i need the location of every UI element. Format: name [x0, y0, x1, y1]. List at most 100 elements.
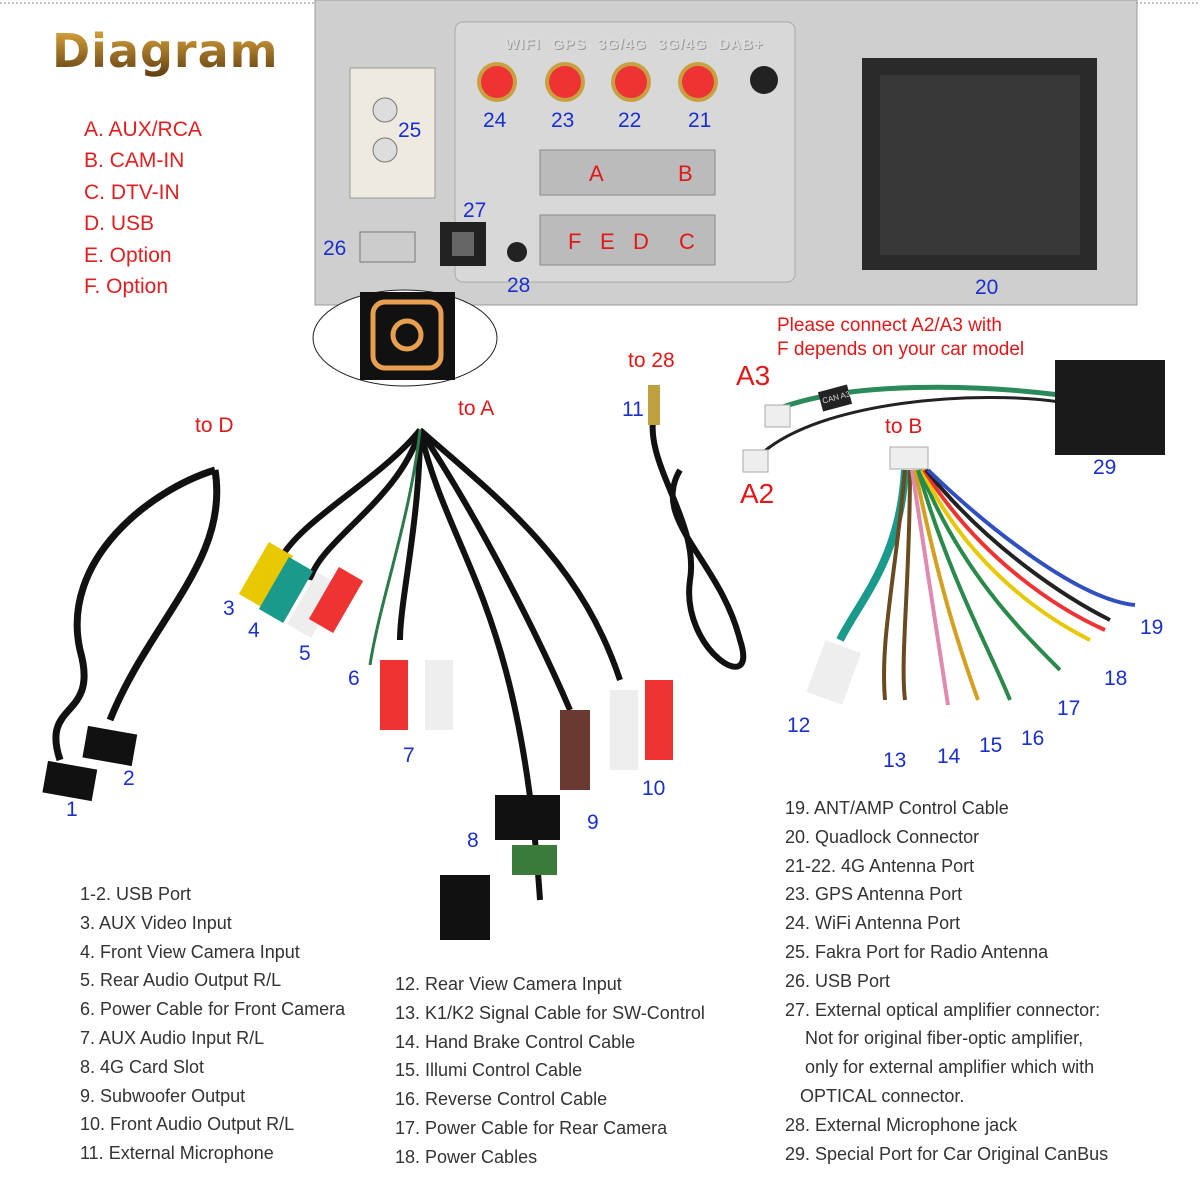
callout: 13 [883, 749, 907, 772]
callout: 19 [1140, 616, 1164, 639]
list-item: 11. External Microphone [80, 1143, 274, 1164]
port-legend-item: E. Option [84, 244, 172, 267]
callout: 3 [223, 597, 235, 620]
callout: 22 [618, 109, 642, 132]
list-item: 9. Subwoofer Output [80, 1085, 246, 1106]
antenna-ports [477, 62, 778, 102]
list-item: 8. 4G Card Slot [80, 1056, 205, 1077]
usb-plug-1 [42, 760, 98, 802]
target-to-b: to B [885, 415, 923, 438]
connection-note: Please connect A2/A3 with F depends on y… [777, 314, 1024, 362]
callout: 20 [975, 276, 999, 299]
callout: 5 [299, 642, 311, 665]
callout: 17 [1057, 697, 1081, 720]
connector-letter-e: E [600, 229, 615, 254]
list-item: 3. AUX Video Input [80, 912, 232, 933]
target-to-a: to A [458, 397, 495, 420]
list-item: 20. Quadlock Connector [785, 826, 980, 847]
target-to-28: to 28 [628, 349, 675, 372]
list-item: 12. Rear View Camera Input [395, 974, 622, 994]
callout: 26 [323, 237, 347, 260]
list-item: 13. K1/K2 Signal Cable for SW-Control [395, 1002, 705, 1023]
list-item: 29. Special Port for Car Original CanBus [785, 1143, 1109, 1164]
list-item: 17. Power Cable for Rear Camera [395, 1117, 668, 1138]
callout: 12 [787, 714, 811, 737]
callout: 10 [642, 777, 666, 800]
list-right: 19. ANT/AMP Control Cable 20. Quadlock C… [785, 794, 1108, 1168]
list-item: 28. External Microphone jack [785, 1114, 1018, 1135]
callout: 14 [937, 745, 961, 768]
list-item: OPTICAL connector. [785, 1085, 965, 1106]
list-item: 25. Fakra Port for Radio Antenna [785, 941, 1049, 962]
list-item: only for external amplifier which with [785, 1057, 1095, 1078]
note-line: F depends on your car model [777, 339, 1025, 360]
connector-letter-b: B [678, 161, 693, 186]
4g-card-slot [495, 795, 560, 840]
fakra-port [349, 67, 436, 199]
callout: 1 [66, 798, 78, 821]
port-legend-item: A. AUX/RCA [84, 118, 202, 141]
harness-b-plug [889, 446, 929, 470]
list-item: 7. AUX Audio Input R/L [80, 1027, 265, 1048]
list-item: 24. WiFi Antenna Port [785, 913, 961, 934]
list-middle: 12. Rear View Camera Input 13. K1/K2 Sig… [395, 970, 705, 1172]
rca-harness [277, 427, 623, 901]
harness-b-wires [836, 468, 1136, 706]
port-legend-item: D. USB [84, 212, 155, 235]
usb-port-26 [359, 231, 416, 263]
list-item: 16. Reverse Control Cable [395, 1089, 608, 1110]
panel-embossed-labels: WIFI GPS 3G/4G 3G/4G DAB+ [505, 36, 764, 53]
callout: 11 [622, 398, 644, 421]
list-item: 1-2. USB Port [80, 884, 192, 904]
callout: 7 [403, 744, 415, 767]
callout: 28 [507, 274, 531, 297]
target-a3: A3 [736, 360, 771, 391]
list-item: 19. ANT/AMP Control Cable [785, 798, 1009, 818]
port-legend-item: B. CAM-IN [84, 149, 185, 172]
callout: 15 [979, 734, 1003, 757]
list-left: 1-2. USB Port 3. AUX Video Input 4. Fron… [80, 880, 345, 1168]
callout: 29 [1093, 456, 1117, 479]
port-legend-item: C. DTV-IN [84, 181, 180, 204]
list-item: 23. GPS Antenna Port [785, 884, 963, 905]
mic-plug [648, 385, 660, 425]
mic-jack-28 [507, 242, 527, 262]
canbus-cable [774, 384, 1061, 413]
list-item: Not for original fiber-optic amplifier, [785, 1028, 1084, 1049]
page-title: Diagram [52, 24, 279, 78]
callout: 18 [1104, 667, 1128, 690]
list-item: 14. Hand Brake Control Cable [395, 1031, 636, 1052]
usb-cable [52, 466, 217, 762]
callout: 25 [398, 119, 422, 142]
list-item: 27. External optical amplifier connector… [785, 999, 1101, 1020]
microphone-cable [649, 409, 747, 670]
list-item: 18. Power Cables [395, 1146, 538, 1167]
callout: 23 [551, 109, 575, 132]
connector-fedc [539, 214, 716, 266]
callout: 27 [463, 199, 487, 222]
connector-letter-f: F [568, 229, 582, 254]
callout: 4 [248, 619, 260, 642]
connector-letter-d: D [633, 229, 649, 254]
note-line: Please connect A2/A3 with [777, 315, 1002, 336]
list-item: 10. Front Audio Output R/L [80, 1114, 295, 1135]
callout: 6 [348, 667, 360, 690]
connector-letter-c: C [679, 229, 695, 254]
optical-icon [370, 299, 444, 371]
list-item: 15. Illumi Control Cable [395, 1060, 583, 1081]
list-item: 21-22. 4G Antenna Port [785, 855, 975, 876]
callout: 24 [483, 109, 507, 132]
list-item: 5. Rear Audio Output R/L [80, 970, 282, 991]
callout: 21 [688, 109, 712, 132]
port-legend-item: F. Option [84, 275, 169, 298]
canbus-connector [1055, 360, 1165, 455]
target-to-d: to D [195, 414, 234, 437]
callout: 8 [467, 829, 479, 852]
connector-letter-a: A [589, 161, 604, 186]
usb-plug-2 [82, 725, 138, 767]
callout: 16 [1021, 727, 1045, 750]
list-item: 6. Power Cable for Front Camera [80, 999, 346, 1020]
rca-plugs [238, 542, 673, 940]
